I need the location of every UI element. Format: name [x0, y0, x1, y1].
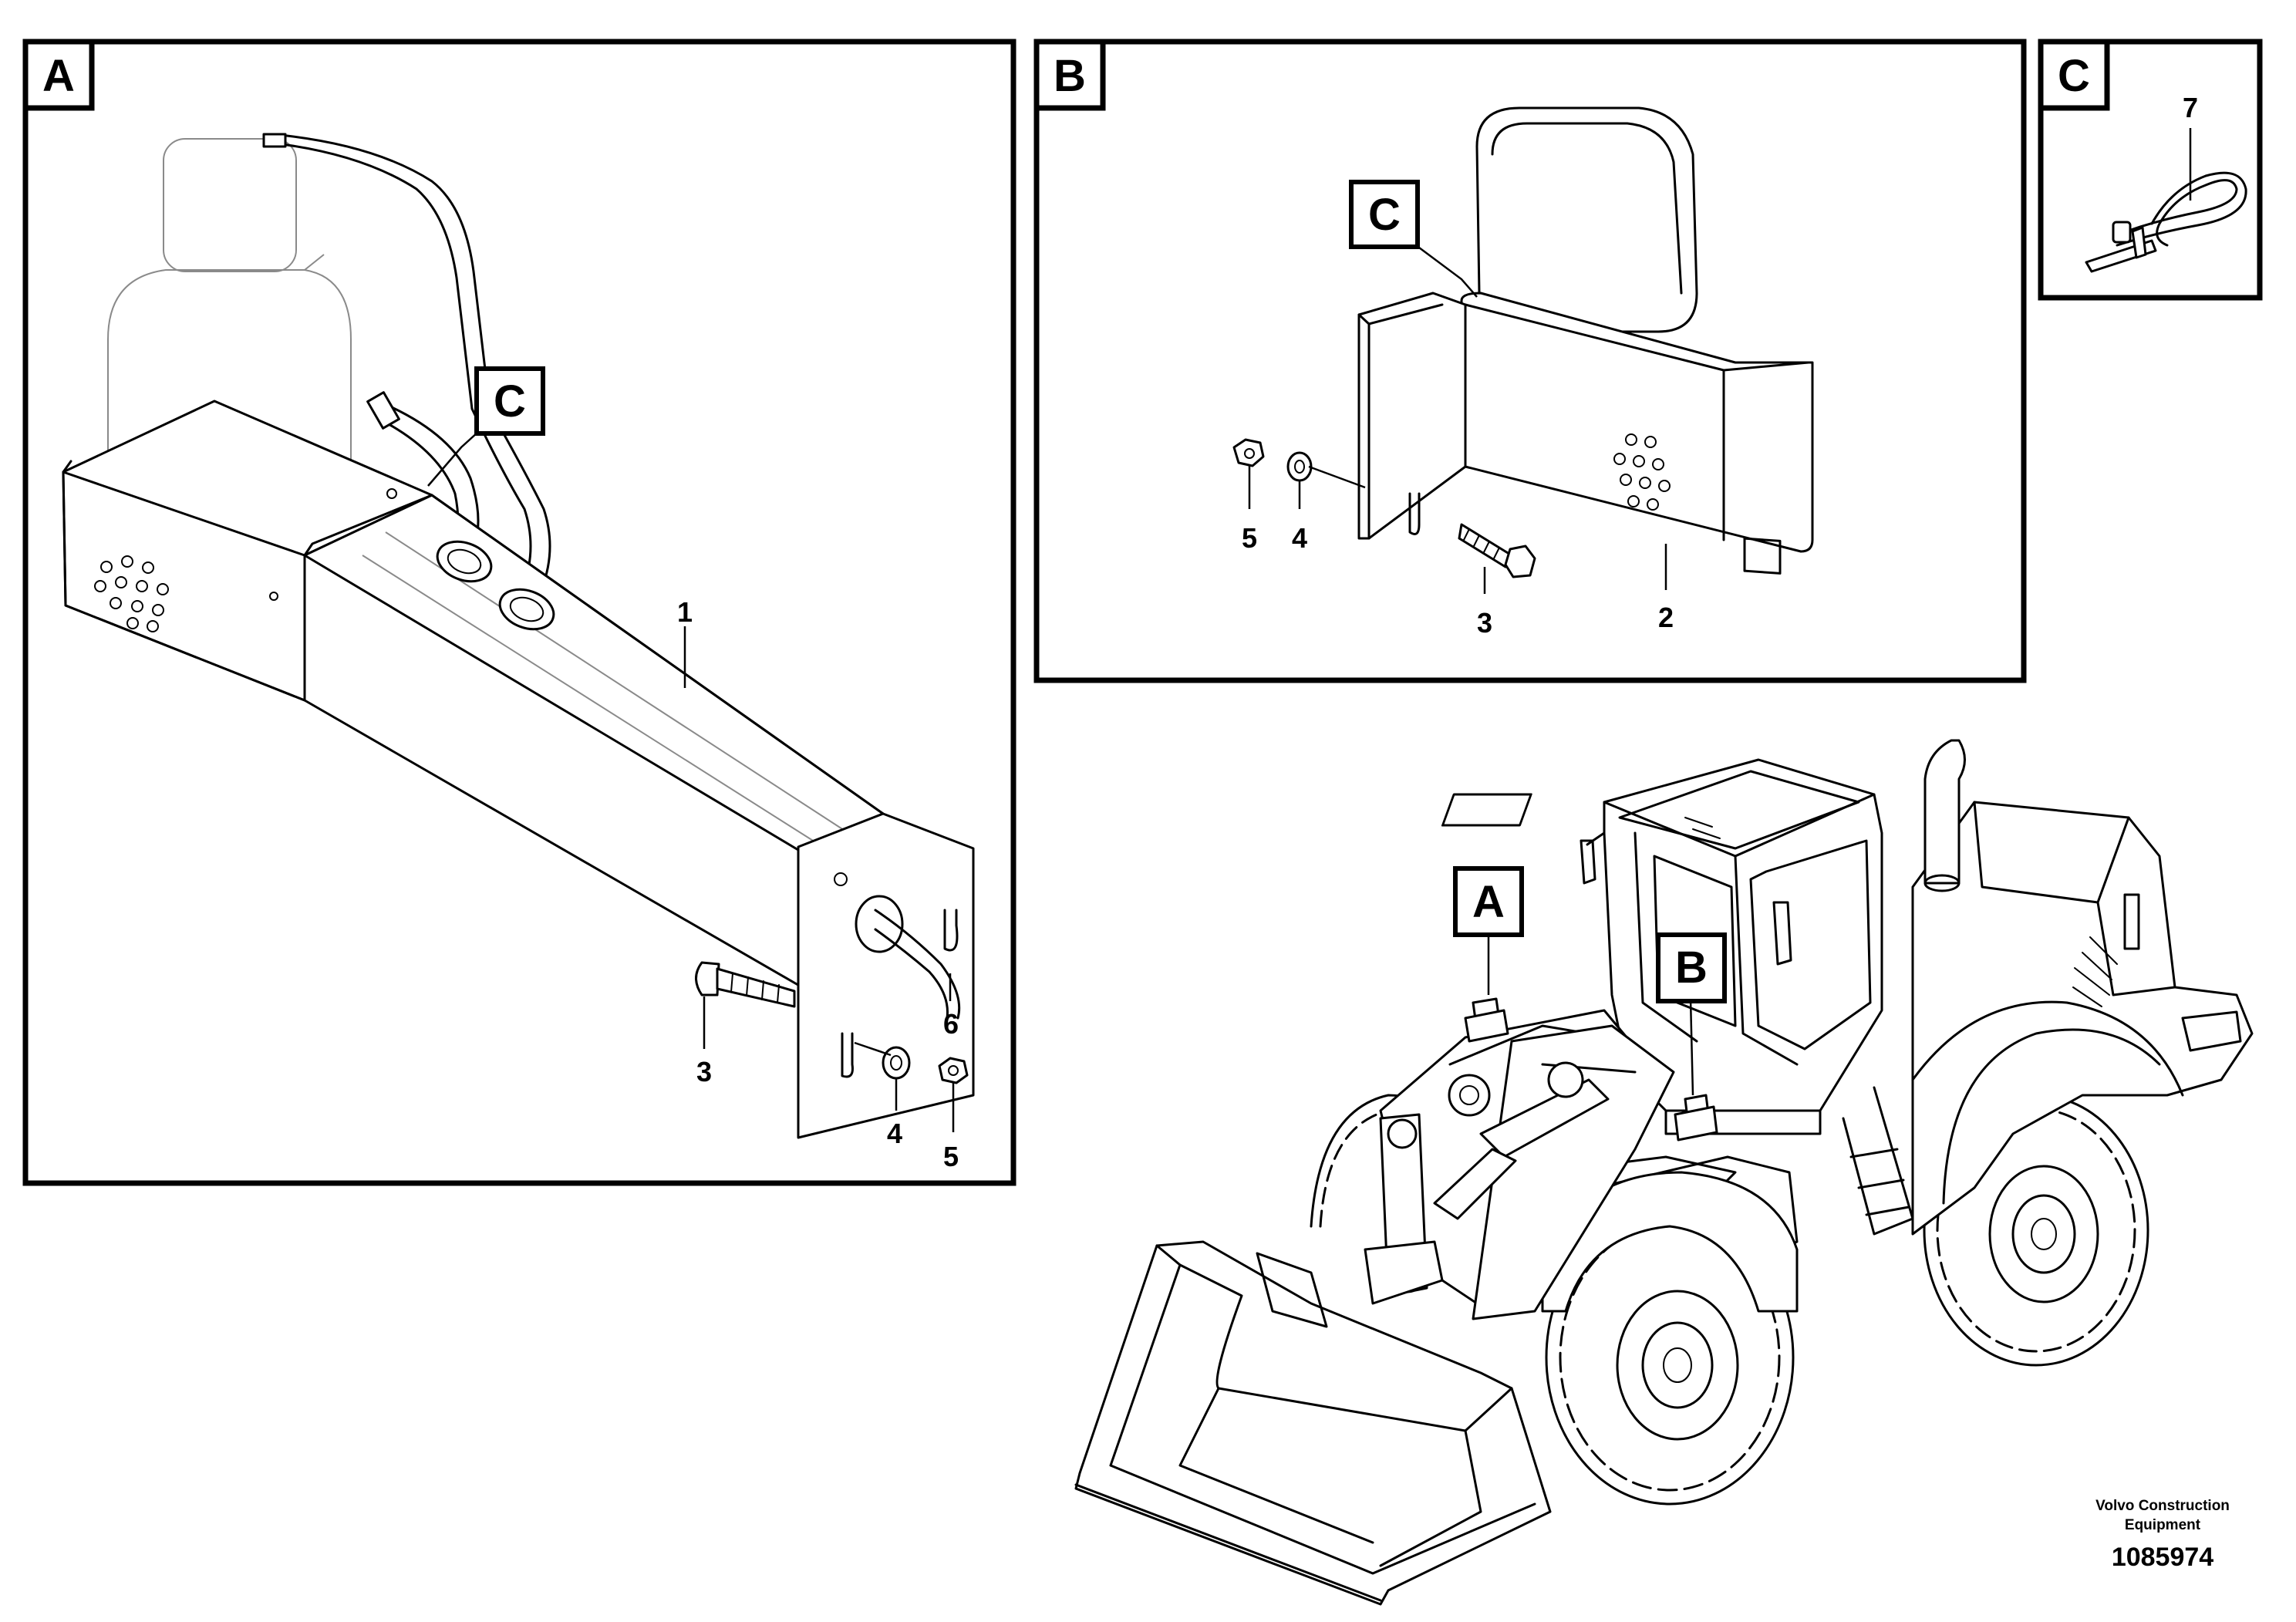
panel-c-tag-label: C — [2058, 51, 2090, 101]
rear-body — [1911, 801, 2254, 1236]
part-label-5: 5 — [1242, 522, 1257, 554]
wheel-loader-overview: A B — [1074, 739, 2254, 1606]
panel-b-nut — [1232, 438, 1265, 467]
panel-b-washer — [1286, 451, 1313, 482]
part-label-2: 2 — [1658, 602, 1674, 633]
panel-b-labels: 5 4 3 2 — [1242, 466, 1674, 639]
panel-c: C 7 — [2038, 39, 2263, 301]
part-label-4: 4 — [887, 1118, 902, 1149]
panel-b-callout-c-label: C — [1368, 190, 1401, 240]
exhaust-pipe — [1923, 739, 1966, 892]
loader-arms — [1364, 1009, 1675, 1320]
panel-b-callout-c: C — [1349, 180, 1478, 298]
part-label-7: 7 — [2183, 92, 2198, 123]
panel-b-bracket — [1357, 292, 1467, 540]
panel-a-nut — [938, 1057, 969, 1084]
panel-b-tag: B — [1033, 39, 1106, 111]
machine-lamp-a — [1464, 997, 1509, 1043]
part-label-3: 3 — [696, 1056, 712, 1088]
panel-b-vent-holes — [1613, 433, 1671, 511]
machine-marker-b: B — [1656, 932, 1727, 1096]
panel-b-work-lamp — [1460, 106, 1814, 575]
panel-a-frame — [22, 39, 1017, 1186]
panel-b-hw-line — [1308, 465, 1366, 489]
panel-a: A — [22, 39, 1017, 1186]
part-label-3: 3 — [1477, 607, 1492, 639]
publisher-name-line2: Equipment — [2125, 1517, 2201, 1533]
bucket — [1074, 1240, 1552, 1606]
panel-a-beam — [303, 494, 885, 989]
panel-a-callout-c: C — [427, 366, 545, 487]
part-label-5: 5 — [943, 1141, 959, 1172]
panel-a-lamp-ghost — [107, 138, 352, 479]
part-label-1: 1 — [677, 596, 693, 628]
panel-c-frame — [2038, 39, 2263, 301]
panel-a-hw-line — [854, 1041, 892, 1057]
panel-b-frame — [1033, 39, 2027, 683]
machine-marker-a: A — [1453, 866, 1524, 995]
machine-marker-a-label: A — [1472, 877, 1505, 927]
publisher-name-line1: Volvo Construction — [2095, 1498, 2230, 1514]
panel-b-tag-label: B — [1054, 51, 1086, 101]
panel-b: B — [1033, 39, 2027, 683]
part-label-6: 6 — [943, 1008, 959, 1040]
panel-b-bolt — [1458, 523, 1536, 578]
part-label-4: 4 — [1292, 522, 1307, 554]
panel-a-tag-label: A — [42, 51, 75, 101]
panel-a-washer — [882, 1046, 911, 1080]
panel-a-vent-holes — [94, 555, 169, 632]
panel-a-end-plate — [797, 812, 975, 1139]
machine-lamp-b — [1674, 1094, 1718, 1141]
cable-tie — [2085, 171, 2247, 273]
cab — [1441, 758, 1883, 1135]
footer: Volvo Construction Equipment 1085974 — [2095, 1498, 2230, 1572]
panel-a-tag: A — [22, 39, 95, 111]
panel-a-bolt — [695, 961, 796, 1008]
machine-marker-b-label: B — [1675, 943, 1708, 993]
panel-c-tag: C — [2038, 39, 2110, 111]
drawing-number: 1085974 — [2112, 1543, 2213, 1572]
panel-a-labels: 1 3 4 5 6 — [677, 596, 959, 1172]
panel-a-callout-c-label: C — [494, 376, 526, 427]
front-wheel — [1541, 1171, 1799, 1506]
